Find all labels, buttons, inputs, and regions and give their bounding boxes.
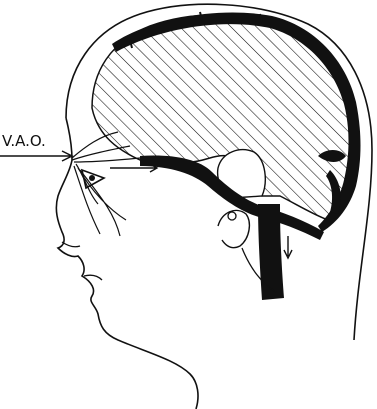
vao-arrow — [0, 151, 72, 161]
ear-marker — [228, 212, 236, 220]
ear-outline — [218, 210, 249, 247]
jugular-vein — [258, 204, 284, 300]
nostril — [62, 242, 80, 247]
vao-label: V.A.O. — [2, 132, 46, 150]
down-arrow — [284, 236, 292, 258]
eye-pupil — [89, 175, 95, 181]
